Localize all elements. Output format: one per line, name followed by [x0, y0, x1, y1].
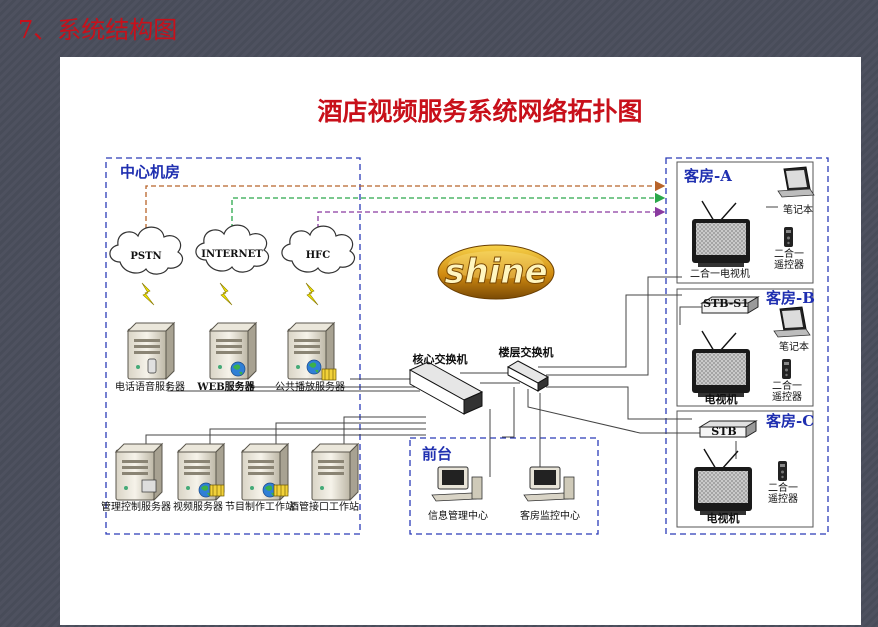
room-a-title: 客房-A — [683, 167, 732, 185]
server-program-label: 节目制作工作站 — [225, 500, 295, 513]
floor-switch-label: 楼层交换机 — [499, 345, 554, 359]
lightning-icon — [141, 282, 155, 306]
room-a-box — [676, 161, 814, 284]
server-voice — [127, 322, 175, 380]
server-bar — [311, 443, 359, 501]
room-c-tv-label: 电视机 — [707, 511, 740, 525]
slide-title: 7、系统结构图 — [18, 16, 178, 44]
zone-center — [105, 157, 361, 535]
pc-icon — [431, 466, 483, 502]
tv-icon — [691, 330, 751, 398]
room-c-title: 客房-C — [765, 412, 814, 430]
room-a-remote-label-2: 遥控器 — [774, 258, 804, 271]
zone-label-center: 中心机房 — [120, 163, 180, 181]
server-web-label: WEB服务器 — [196, 380, 255, 393]
room-c-box — [676, 410, 814, 528]
server-bar-label: 酒管接口工作站 — [289, 500, 359, 513]
server-broadcast-label: 公共播放服务器 — [275, 380, 345, 393]
cloud-hfc-label: HFC — [306, 250, 331, 261]
core-switch — [408, 361, 484, 415]
room-b-remote-label-2: 遥控器 — [772, 390, 802, 403]
server-voice-label: 电话语音服务器 — [115, 380, 185, 393]
svg-text:shine: shine — [444, 252, 547, 292]
shine-logo: shine — [437, 244, 555, 300]
globe-icon — [230, 361, 246, 377]
film-icon — [321, 368, 337, 381]
front-desk-info-label: 信息管理中心 — [428, 509, 488, 522]
room-a-tv-label: 二合一电视机 — [690, 267, 750, 280]
room-c-stb-label: STB — [711, 425, 736, 438]
laptop-icon — [777, 166, 815, 198]
server-video-label: 视频服务器 — [173, 500, 223, 513]
film-icon — [209, 484, 225, 497]
pstn-link — [145, 180, 666, 229]
zone-rooms — [665, 157, 829, 535]
room-c-remote-label-1: 二合一 — [768, 481, 798, 494]
front-desk-monitor-label: 客房监控中心 — [520, 509, 580, 522]
room-b-remote-label-1: 二合一 — [772, 379, 802, 392]
diagram-title: 酒店视频服务系统网络拓扑图 — [317, 97, 642, 126]
room-b-title: 客房-B — [765, 289, 815, 307]
lightning-icon — [219, 282, 233, 306]
film-icon — [273, 484, 289, 497]
remote-icon — [782, 359, 791, 379]
room-b-tv-label: 电视机 — [705, 392, 738, 406]
lightning-icon — [305, 282, 319, 306]
room-b-laptop-label: 笔记本 — [779, 340, 809, 353]
zone-label-front-desk: 前台 — [422, 445, 452, 463]
cloud-internet-label: INTERNET — [201, 249, 263, 260]
globe-icon — [306, 359, 322, 375]
room-b-stb-label: STB-S1 — [703, 297, 749, 310]
laptop-icon — [773, 306, 811, 338]
remote-icon — [778, 461, 787, 481]
room-a-remote-label-1: 二合一 — [774, 247, 804, 260]
pc-icon — [523, 466, 575, 502]
core-switch-label: 核心交换机 — [413, 352, 468, 366]
room-b-box — [676, 288, 814, 407]
remote-icon — [784, 227, 793, 247]
tv-icon — [693, 448, 753, 516]
zone-front-desk — [409, 437, 599, 535]
server-mgmt — [115, 443, 163, 501]
tv-icon — [691, 200, 751, 268]
diagram-canvas: 酒店视频服务系统网络拓扑图 中心机房 前台 客房-A 客房-B 客房-C P — [60, 57, 861, 625]
internet-link — [231, 192, 666, 229]
cloud-pstn-label: PSTN — [130, 251, 161, 262]
hfc-link — [317, 206, 666, 229]
room-a-laptop-label: 笔记本 — [783, 203, 813, 216]
floor-switch — [506, 360, 550, 392]
room-c-remote-label-2: 遥控器 — [768, 492, 798, 505]
server-mgmt-label: 管理控制服务器 — [101, 500, 171, 513]
